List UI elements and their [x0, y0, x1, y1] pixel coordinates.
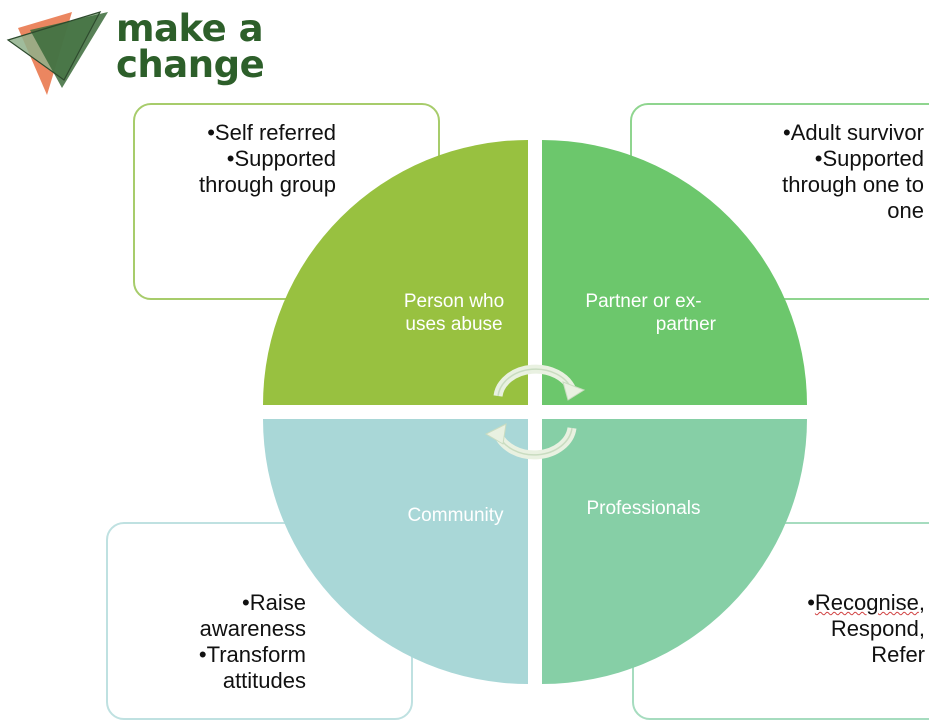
box-text-top-right: •Adult survivor •Supported through one t…	[730, 120, 924, 224]
list-item: •Supported	[226, 146, 336, 171]
label-line: partner	[655, 314, 716, 335]
list-item: one	[887, 198, 924, 223]
list-item: through one to	[782, 172, 924, 197]
logo: make a change	[0, 0, 280, 100]
quadrant-label-community: Community	[388, 504, 523, 527]
quadrant-top-left	[263, 140, 528, 405]
list-item: •Recognise,	[735, 590, 925, 616]
list-item: awareness	[199, 616, 306, 641]
quadrant-label-partner: Partner or ex- partner	[566, 290, 721, 336]
list-item: through group	[199, 172, 336, 197]
quadrant-label-professionals: Professionals	[566, 497, 721, 520]
label-line: Partner or ex-	[585, 291, 702, 312]
bullet: •	[807, 590, 815, 615]
box-text-bottom-left: •Raise awareness •Transform attitudes	[140, 590, 306, 694]
list-item: •Supported	[814, 146, 924, 171]
list-item: •Raise	[242, 590, 306, 615]
box-text-top-left: •Self referred •Supported through group	[166, 120, 336, 198]
logo-triangles-icon	[6, 11, 108, 95]
logo-line-1: make a	[116, 7, 264, 50]
quadrant-top-right	[542, 140, 807, 405]
list-item: attitudes	[222, 668, 306, 693]
quadrant-label-person-who-uses-abuse: Person who uses abuse	[384, 290, 524, 336]
logo-line-2: change	[116, 43, 265, 86]
list-item: Refer	[871, 642, 925, 667]
quadrant-bottom-right	[542, 419, 807, 684]
label-line: Person who	[403, 291, 505, 312]
label-line: Community	[407, 505, 504, 526]
list-item: •Adult survivor	[783, 120, 924, 145]
box-text-bottom-right: •Recognise, Respond, Refer	[735, 590, 925, 668]
quadrant-bottom-left	[263, 419, 528, 684]
cycle-arrows-icon	[484, 364, 586, 460]
list-item: Respond,	[830, 616, 925, 641]
list-item-word: Recognise	[814, 590, 919, 615]
label-line: Professionals	[586, 498, 701, 519]
list-item: •Self referred	[207, 120, 336, 145]
list-item: •Transform	[198, 642, 306, 667]
list-item-punct: ,	[918, 590, 925, 615]
label-line: uses abuse	[405, 314, 503, 335]
